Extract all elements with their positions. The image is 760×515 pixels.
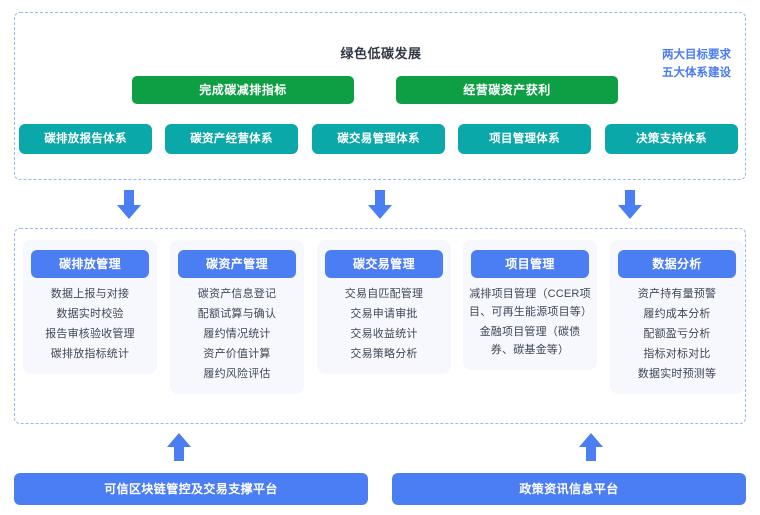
module-card-trade-management[interactable]: 碳交易管理 交易自匹配管理 交易申请审批 交易收益统计 交易策略分析 [317,240,451,374]
module-item-list: 交易自匹配管理 交易申请审批 交易收益统计 交易策略分析 [317,284,451,364]
goal-note-line-1: 两大目标要求 [662,49,731,61]
platform-bar-blockchain[interactable]: 可信区块链管控及交易支撑平台 [14,473,368,505]
system-pill-emission-report[interactable]: 碳排放报告体系 [19,124,152,154]
list-item: 配额试算与确认 [197,308,277,320]
arrow-down-icon [116,190,142,220]
list-item: 数据实时预测等 [637,368,717,380]
module-item-list: 碳资产信息登记 配额试算与确认 履约情况统计 资产价值计算 履约风险评估 [170,284,304,384]
list-item: 数据实时校验 [56,308,124,320]
goal-note: 两大目标要求 五大体系建设 [662,46,731,82]
platform-bar-policy-info[interactable]: 政策资讯信息平台 [392,473,746,505]
list-item: 数据上报与对接 [50,288,130,300]
module-card-asset-management[interactable]: 碳资产管理 碳资产信息登记 配额试算与确认 履约情况统计 资产价值计算 履约风险… [170,240,304,394]
module-header: 碳资产管理 [178,250,296,278]
module-header: 项目管理 [471,250,589,278]
module-item-list: 数据上报与对接 数据实时校验 报告审核验收管理 碳排放指标统计 [23,284,157,364]
goal-note-line-2: 五大体系建设 [662,67,731,79]
list-item: 履约情况统计 [203,328,271,340]
module-card-data-analysis[interactable]: 数据分析 资产持有量预警 履约成本分析 配额盈亏分析 指标对标对比 数据实时预测… [610,240,744,394]
goal-pill-carbon-asset-profit[interactable]: 经营碳资产获利 [396,76,618,104]
list-item: 资产持有量预警 [637,288,717,300]
arrow-down-icon [617,190,643,220]
list-item: 碳资产信息登记 [197,288,277,300]
arrow-up-icon [166,432,192,462]
list-item: 配额盈亏分析 [643,328,711,340]
system-pill-trade-management[interactable]: 碳交易管理体系 [312,124,445,154]
system-pill-row: 碳排放报告体系 碳资产经营体系 碳交易管理体系 项目管理体系 决策支持体系 [15,124,747,154]
list-item: 指标对标对比 [643,348,711,360]
system-pill-asset-operation[interactable]: 碳资产经营体系 [165,124,298,154]
arrow-up-icon [578,432,604,462]
goal-pill-row: 完成碳减排指标 经营碳资产获利 [15,76,747,104]
module-card-project-management[interactable]: 项目管理 减排项目管理（CCER项目、可再生能源项目等） 金融项目管理（碳债券、… [463,240,597,370]
module-item-list: 减排项目管理（CCER项目、可再生能源项目等） 金融项目管理（碳债券、碳基金等） [463,284,597,360]
list-item: 金融项目管理（碳债券、碳基金等） [479,326,581,356]
system-pill-project-management[interactable]: 项目管理体系 [458,124,591,154]
list-item: 报告审核验收管理 [45,328,135,340]
list-item: 碳排放指标统计 [50,348,130,360]
list-item: 履约成本分析 [643,308,711,320]
module-header: 数据分析 [618,250,736,278]
list-item: 交易申请审批 [350,308,418,320]
list-item: 履约风险评估 [203,368,271,380]
module-header: 碳交易管理 [325,250,443,278]
system-pill-decision-support[interactable]: 决策支持体系 [605,124,738,154]
list-item: 交易自匹配管理 [344,288,424,300]
goal-pill-complete-emission-target[interactable]: 完成碳减排指标 [132,76,354,104]
list-item: 资产价值计算 [203,348,271,360]
list-item: 交易策略分析 [350,348,418,360]
module-item-list: 资产持有量预警 履约成本分析 配额盈亏分析 指标对标对比 数据实时预测等 [610,284,744,384]
page-title: 绿色低碳发展 [340,46,422,61]
module-card-emission-management[interactable]: 碳排放管理 数据上报与对接 数据实时校验 报告审核验收管理 碳排放指标统计 [23,240,157,374]
module-header: 碳排放管理 [31,250,149,278]
list-item: 交易收益统计 [350,328,418,340]
arrow-down-icon [367,190,393,220]
goals-and-systems-panel: 绿色低碳发展 两大目标要求 五大体系建设 完成碳减排指标 经营碳资产获利 碳排放… [14,12,746,180]
list-item: 减排项目管理（CCER项目、可再生能源项目等） [469,288,593,318]
